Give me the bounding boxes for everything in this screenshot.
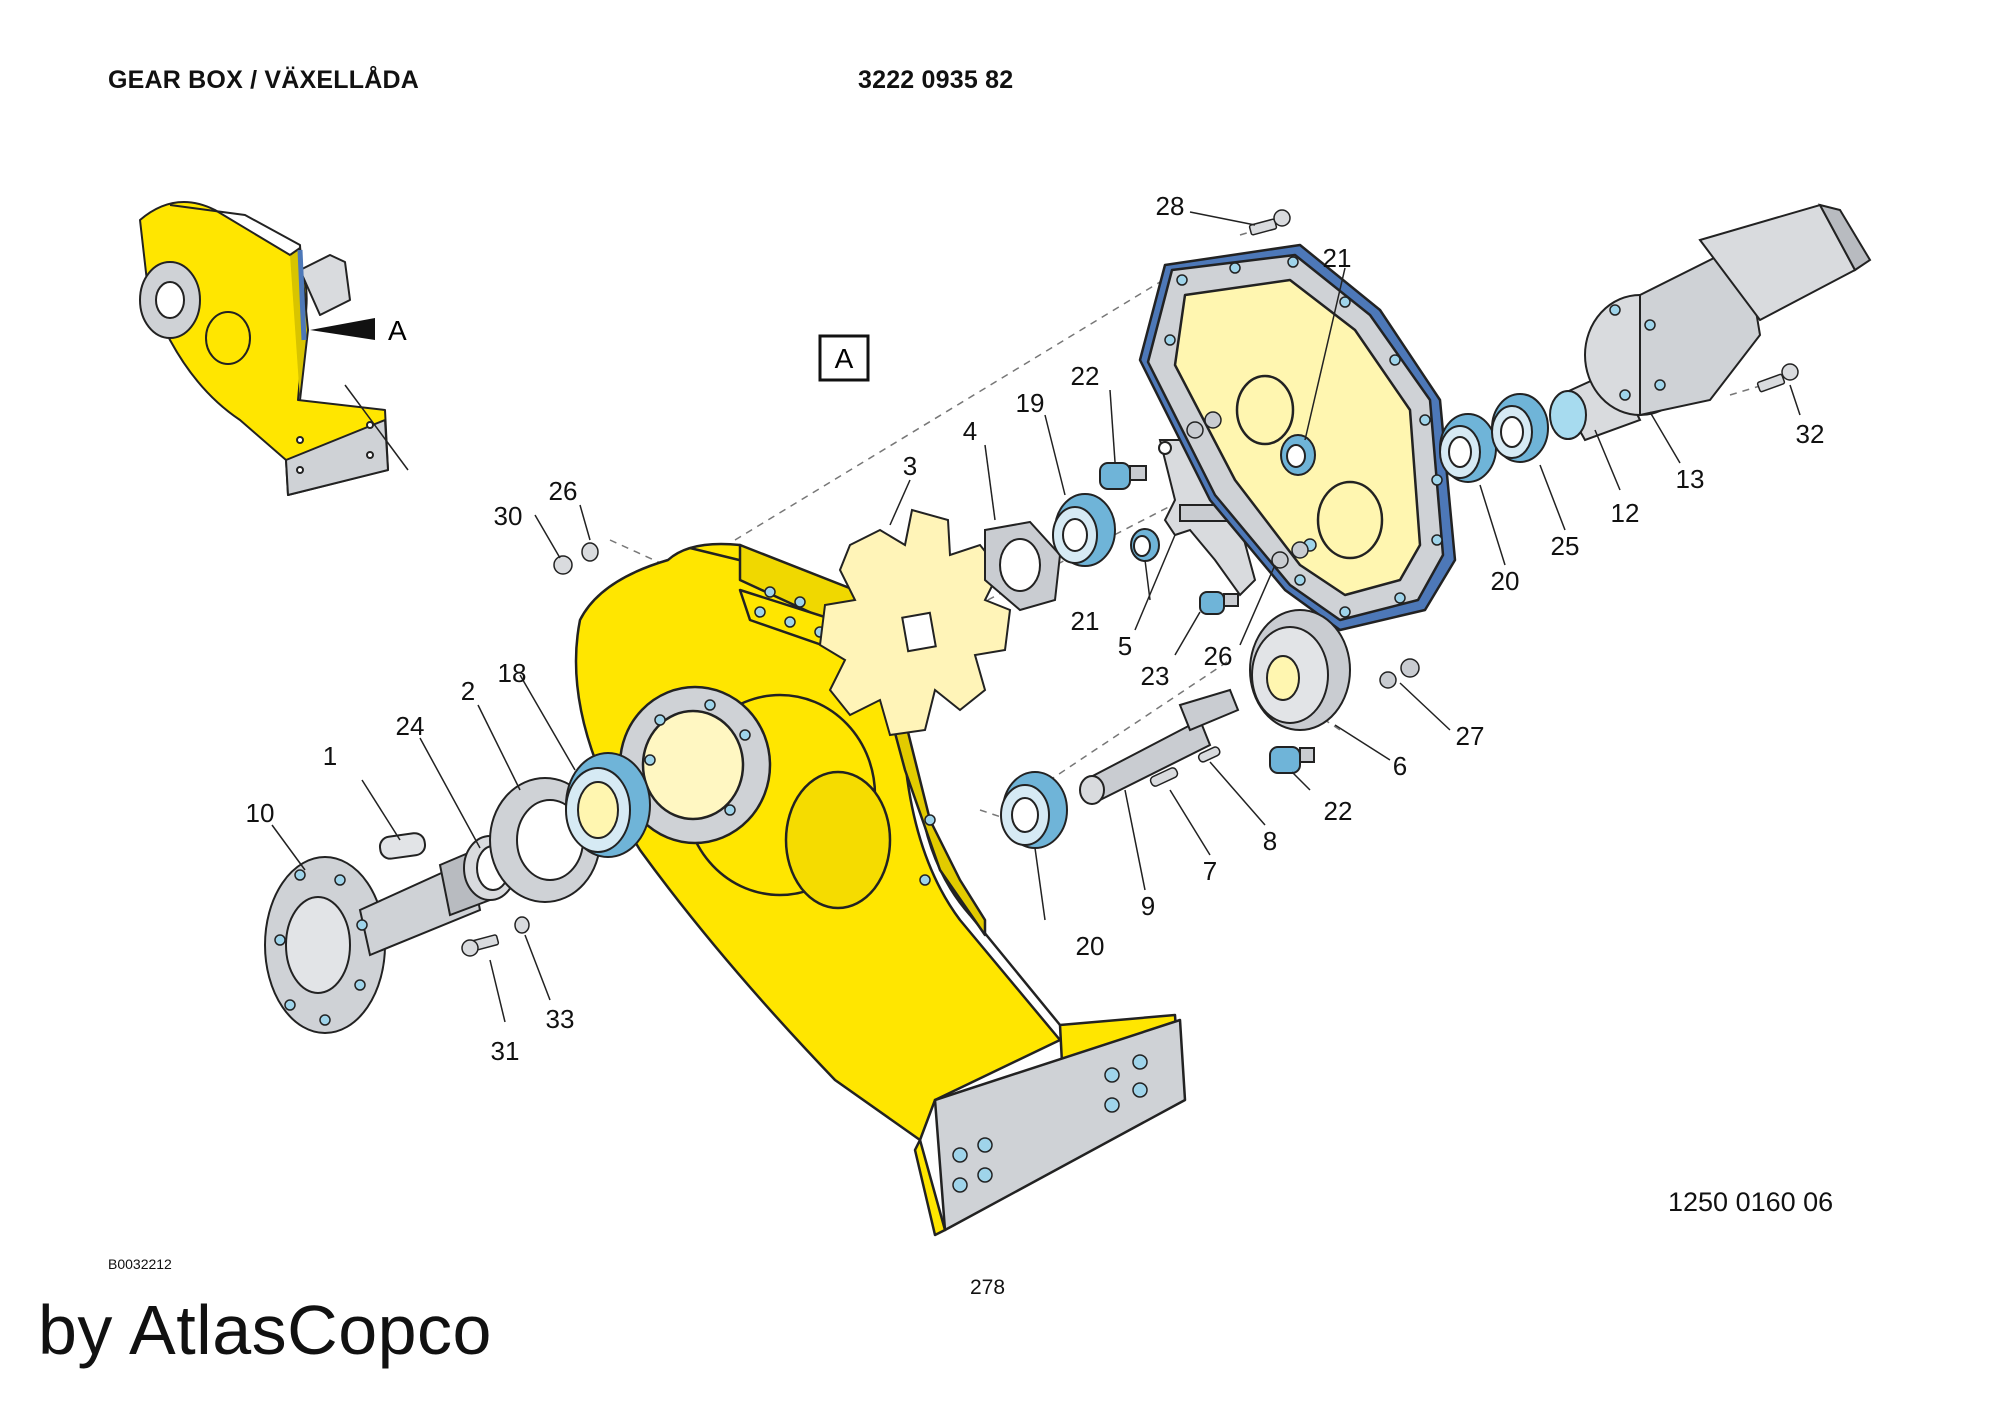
screw-31-washer-33 <box>461 916 530 957</box>
gearbox-housing <box>574 542 1187 1237</box>
callout-25: 25 <box>1551 531 1580 561</box>
drawing-number: 1250 0160 06 <box>1668 1187 1834 1217</box>
callout-20-upper: 20 <box>1491 566 1520 596</box>
output-flange <box>264 846 492 1034</box>
overview-sketch <box>139 201 389 496</box>
callout-31: 31 <box>491 1036 520 1066</box>
idler-wheel <box>1249 609 1351 731</box>
bushing-23 <box>1199 591 1239 615</box>
sprocket <box>818 508 1012 737</box>
callout-13: 13 <box>1676 464 1705 494</box>
callout-19: 19 <box>1016 388 1045 418</box>
detail-box-label: A <box>835 343 854 374</box>
callout-22-lower: 22 <box>1324 796 1353 826</box>
callout-22-upper: 22 <box>1071 361 1100 391</box>
page-title: GEAR BOX / VÄXELLÅDA <box>108 66 419 94</box>
callout-4: 4 <box>963 416 977 446</box>
motor-flange <box>1549 203 1872 442</box>
callout-1: 1 <box>323 741 337 771</box>
bolt-28 <box>1248 209 1291 236</box>
part-number: 3222 0935 82 <box>858 66 1014 94</box>
keys-7-8 <box>1149 746 1221 787</box>
callout-3: 3 <box>903 451 917 481</box>
bearing-25 <box>1491 393 1549 463</box>
callout-32: 32 <box>1796 419 1825 449</box>
detail-marker-label: A <box>388 315 407 346</box>
callout-9: 9 <box>1141 891 1155 921</box>
callout-27: 27 <box>1456 721 1485 751</box>
callout-21-lower: 21 <box>1071 606 1100 636</box>
callout-21-upper: 21 <box>1323 243 1352 273</box>
callout-5: 5 <box>1118 631 1132 661</box>
washer-nut-27 <box>1379 658 1420 689</box>
reference-code: B0032212 <box>108 1256 172 1272</box>
callout-26-right: 26 <box>1204 641 1233 671</box>
callout-26-left: 26 <box>549 476 578 506</box>
bearing-18 <box>565 752 651 858</box>
callout-labels: 1 2 3 4 5 6 7 8 9 10 12 13 18 19 20 20 2… <box>246 191 1825 1066</box>
bearing-19 <box>1052 493 1116 567</box>
callout-20-lower: 20 <box>1076 931 1105 961</box>
washers-26-upper <box>1186 411 1309 569</box>
nut <box>984 520 1062 612</box>
bearing-21-upper <box>1280 434 1316 476</box>
callout-23: 23 <box>1141 661 1170 691</box>
detail-box: A <box>818 334 870 382</box>
bushing-22-lower <box>1269 746 1315 774</box>
bearing-20-lower <box>1000 771 1068 849</box>
detail-arrow <box>310 318 375 340</box>
bolt-32 <box>1756 363 1799 393</box>
shaft-9 <box>1079 688 1240 805</box>
callout-18: 18 <box>498 658 527 688</box>
bearing-20-upper <box>1439 413 1497 483</box>
callout-33: 33 <box>546 1004 575 1034</box>
key-1 <box>378 832 427 860</box>
nut-30-washer-26 <box>553 542 599 575</box>
leader-lines <box>271 211 1801 1023</box>
callout-24: 24 <box>396 711 425 741</box>
callout-10: 10 <box>246 798 275 828</box>
callout-7: 7 <box>1203 856 1217 886</box>
callout-2: 2 <box>461 676 475 706</box>
bearing-21-lower <box>1130 528 1160 562</box>
bushing-22-upper <box>1099 462 1147 490</box>
callout-12: 12 <box>1611 498 1640 528</box>
callout-6: 6 <box>1393 751 1407 781</box>
brand-watermark: by AtlasCopco <box>38 1291 492 1369</box>
callout-8: 8 <box>1263 826 1277 856</box>
callout-30: 30 <box>494 501 523 531</box>
callout-28: 28 <box>1156 191 1185 221</box>
page-number: 278 <box>970 1276 1006 1299</box>
